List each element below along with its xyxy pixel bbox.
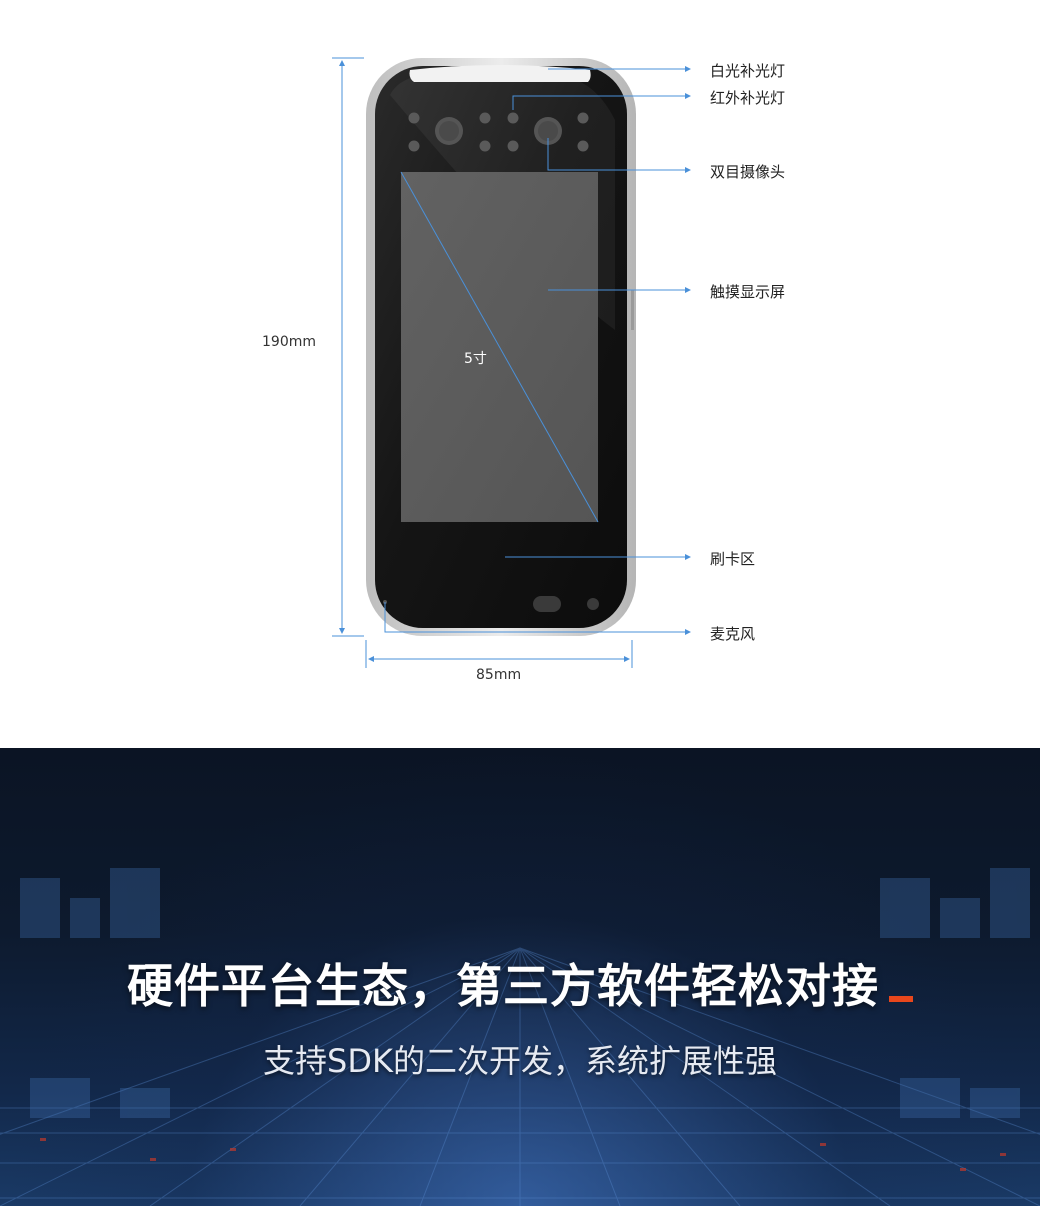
product-diagram: 白光补光灯 红外补光灯 双目摄像头 触摸显示屏 刷卡区 麦克风 190mm 85… (262, 57, 786, 683)
bottom-dot (587, 598, 599, 610)
banner-headline-text: 硬件平台生态，第三方软件轻松对接 (127, 959, 879, 1013)
callout-card-area: 刷卡区 (710, 550, 756, 568)
callout-ir-light: 红外补光灯 (710, 89, 786, 107)
screen-size-label: 5寸 (464, 351, 487, 367)
callout-dual-camera: 双目摄像头 (710, 163, 786, 181)
width-dimension-label: 85mm (476, 667, 522, 683)
feature-banner: 硬件平台生态，第三方软件轻松对接 支持SDK的二次开发，系统扩展性强 (0, 748, 1040, 1206)
banner-headline: 硬件平台生态，第三方软件轻松对接 (0, 950, 1040, 1016)
height-dimension (332, 57, 364, 637)
leader-lines (384, 68, 685, 633)
callout-white-light: 白光补光灯 (710, 62, 786, 80)
white-light-strip (409, 65, 591, 82)
tech-grid-background (0, 868, 1040, 1206)
screen-diagonal (400, 171, 599, 523)
accent-bar (889, 996, 913, 1002)
side-button (631, 290, 634, 330)
callout-touch-screen: 触摸显示屏 (710, 283, 786, 301)
fingerprint-button (533, 596, 561, 612)
device-illustration (332, 57, 691, 668)
ir-light-dots (408, 112, 589, 152)
width-dimension (365, 640, 633, 668)
height-dimension-label: 190mm (262, 334, 316, 350)
camera-lenses (435, 117, 562, 145)
banner-subline: 支持SDK的二次开发，系统扩展性强 (263, 1042, 777, 1080)
callout-microphone: 麦克风 (710, 625, 756, 643)
